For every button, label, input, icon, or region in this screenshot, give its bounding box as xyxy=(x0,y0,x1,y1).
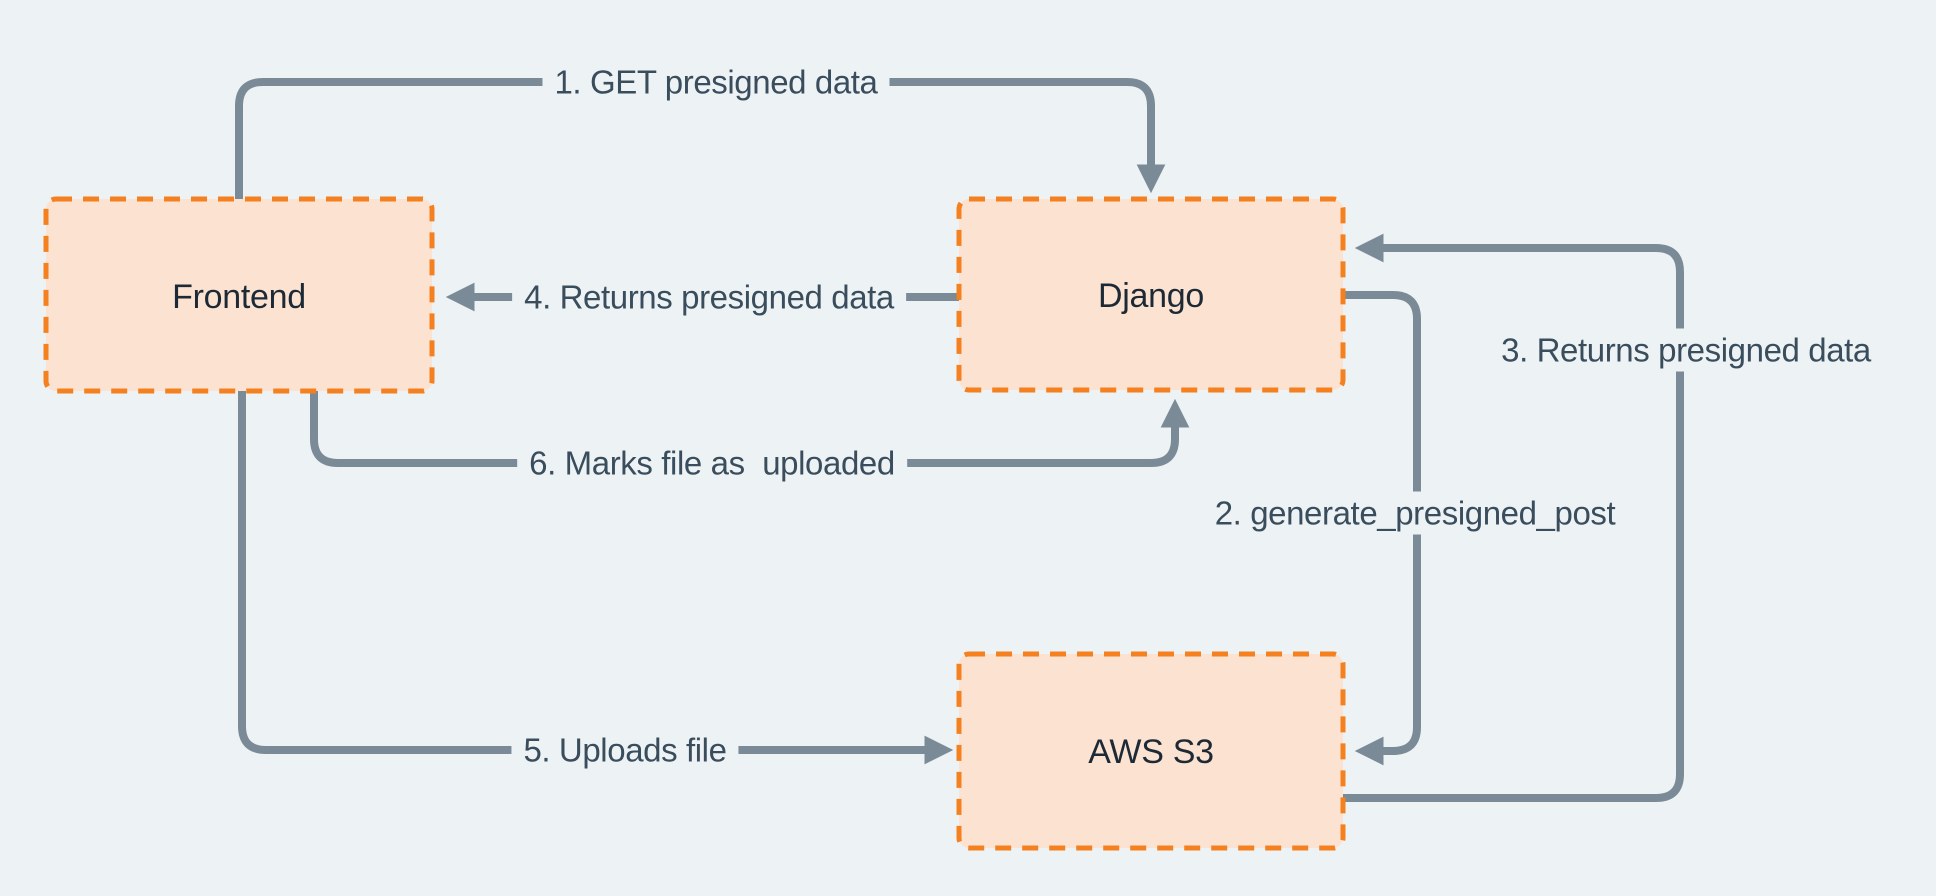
aws-s3-box xyxy=(956,651,1346,851)
edge-5-uploads-file xyxy=(238,387,954,765)
edge-label-6-marks-file-uploaded: 6. Marks file as uploaded xyxy=(517,441,907,485)
edge-label-1-get-presigned-data: 1. GET presigned data xyxy=(542,60,890,104)
edge-3-returns-presigned-data xyxy=(1339,233,1684,802)
edge-label-4-returns-presigned-data: 4. Returns presigned data xyxy=(512,275,906,319)
frontend-box xyxy=(43,196,435,394)
node-label-django: Django xyxy=(1098,277,1204,315)
edge-label-5-uploads-file: 5. Uploads file xyxy=(511,728,739,772)
edge-label-3-returns-presigned-data: 3. Returns presigned data xyxy=(1489,328,1883,372)
node-label-aws-s3: AWS S3 xyxy=(1088,733,1214,771)
node-label-frontend: Frontend xyxy=(172,278,306,316)
edge-label-2-generate-presigned-post: 2. generate_presigned_post xyxy=(1202,491,1628,535)
django-box xyxy=(956,196,1346,393)
